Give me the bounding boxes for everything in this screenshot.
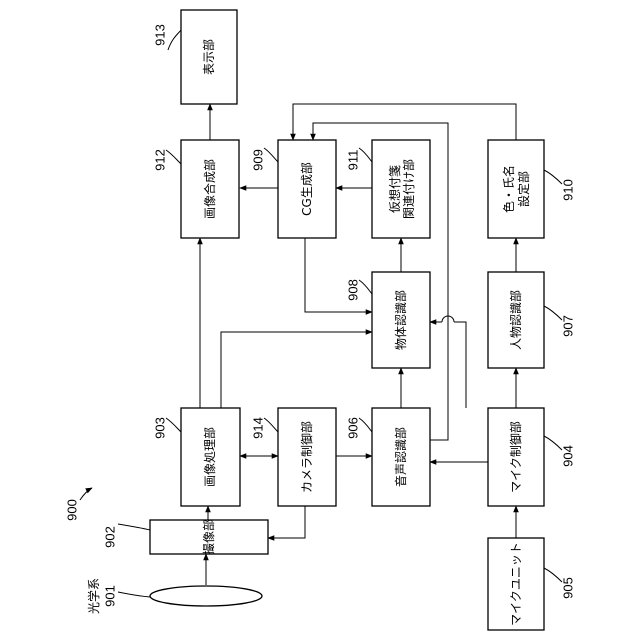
mic-unit-label: マイクユニット — [509, 542, 523, 626]
speech-recognition-label: 音声認識部 — [393, 427, 408, 487]
arrow-914-to-902 — [268, 506, 305, 538]
mic-control-label: マイク制御部 — [508, 421, 523, 493]
ref-909: 909 — [251, 149, 266, 171]
color-name-label-line1: 色・氏名 — [501, 165, 516, 213]
person-recognition-block: 人物認識部 — [488, 272, 544, 368]
camera-control-block: カメラ制御部 — [278, 408, 336, 506]
ref-908: 908 — [346, 279, 361, 301]
speech-recognition-block: 音声認識部 — [372, 408, 430, 506]
figure-label-900: 900 — [65, 499, 80, 521]
ref-910: 910 — [561, 179, 576, 201]
optics-label: 光学系 — [86, 578, 101, 614]
ref-913: 913 — [153, 24, 168, 46]
imaging-block: 撮像部 — [150, 519, 268, 555]
object-recognition-block: 物体認識部 — [372, 272, 430, 368]
cg-generation-label: CG生成部 — [299, 162, 314, 216]
ref-914: 914 — [251, 417, 266, 439]
ref-904: 904 — [561, 445, 576, 467]
arrow-909-to-908 — [305, 236, 372, 312]
ref-903: 903 — [153, 417, 168, 439]
virtual-tag-label-line1: 仮想付箋 — [387, 165, 402, 213]
ref-901: 901 — [103, 585, 118, 607]
ref-907: 907 — [561, 315, 576, 337]
image-processing-label: 画像処理部 — [202, 427, 217, 487]
ref-906: 906 — [346, 417, 361, 439]
virtual-tag-label-line2: 関連付け部 — [401, 159, 416, 219]
arrow-904-to-908-a — [454, 322, 466, 408]
ref-911: 911 — [346, 150, 361, 171]
cg-generation-block: CG生成部 — [278, 140, 336, 238]
mic-control-block: マイク制御部 — [488, 408, 544, 506]
ref-912: 912 — [153, 149, 168, 171]
display-label: 表示部 — [201, 39, 216, 75]
ref-902: 902 — [103, 526, 118, 548]
arrow-910-to-909 — [293, 104, 516, 140]
object-recognition-label: 物体認識部 — [393, 290, 408, 350]
virtual-tag-block: 仮想付箋 関連付け部 — [372, 140, 430, 238]
display-block: 表示部 — [181, 10, 237, 104]
color-name-block: 色・氏名 設定部 — [488, 140, 544, 238]
image-synthesis-label: 画像合成部 — [202, 159, 217, 219]
ref-905: 905 — [561, 577, 576, 599]
image-processing-block: 画像処理部 — [181, 408, 240, 506]
imaging-label: 撮像部 — [201, 519, 216, 555]
camera-control-label: カメラ制御部 — [299, 421, 314, 493]
connectors — [200, 104, 516, 585]
arrow-903-to-908 — [221, 332, 372, 408]
optical-lens-shape — [150, 586, 262, 606]
mic-unit-block: マイクユニット — [488, 538, 544, 630]
person-recognition-label: 人物認識部 — [508, 290, 523, 350]
image-synthesis-block: 画像合成部 — [181, 140, 239, 238]
color-name-label-line2: 設定部 — [516, 171, 531, 207]
figure-label-arrow — [80, 488, 92, 500]
